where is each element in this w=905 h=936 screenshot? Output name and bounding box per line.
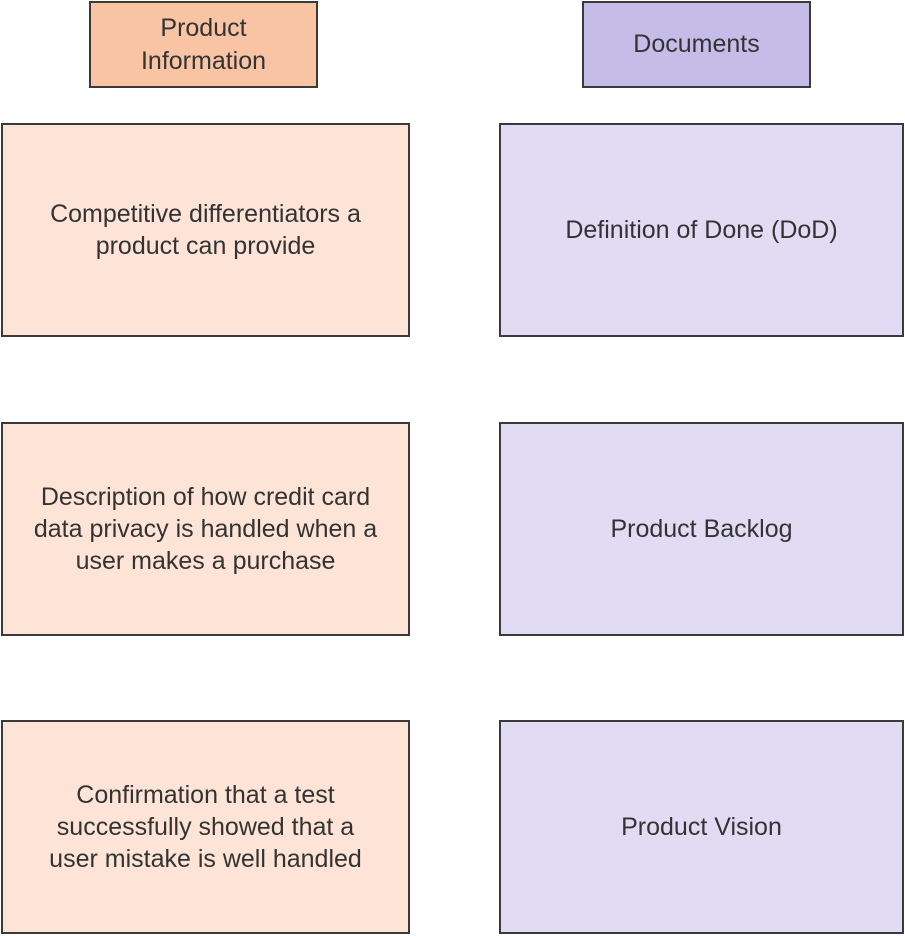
document-card-product-vision-label: Product Vision xyxy=(621,813,782,841)
product-info-card-1[interactable]: Competitive differentiators a product ca… xyxy=(1,123,410,337)
product-info-card-2-label: Description of how credit card data priv… xyxy=(33,483,378,575)
product-info-card-3[interactable]: Confirmation that a test successfully sh… xyxy=(1,720,410,934)
documents-header: Documents xyxy=(582,1,811,88)
document-card-dod-label: Definition of Done (DoD) xyxy=(565,216,838,244)
product-info-card-3-label: Confirmation that a test successfully sh… xyxy=(49,781,362,873)
product-information-header: Product Information xyxy=(89,1,318,88)
document-card-product-backlog-label: Product Backlog xyxy=(610,515,793,543)
document-card-product-backlog[interactable]: Product Backlog xyxy=(499,422,904,636)
product-information-header-label: Product Information xyxy=(140,14,267,75)
document-card-product-vision[interactable]: Product Vision xyxy=(499,720,904,934)
product-info-card-2[interactable]: Description of how credit card data priv… xyxy=(1,422,410,636)
document-card-dod[interactable]: Definition of Done (DoD) xyxy=(499,123,904,337)
product-info-card-1-label: Competitive differentiators a product ca… xyxy=(50,200,361,260)
documents-header-label: Documents xyxy=(633,30,760,59)
